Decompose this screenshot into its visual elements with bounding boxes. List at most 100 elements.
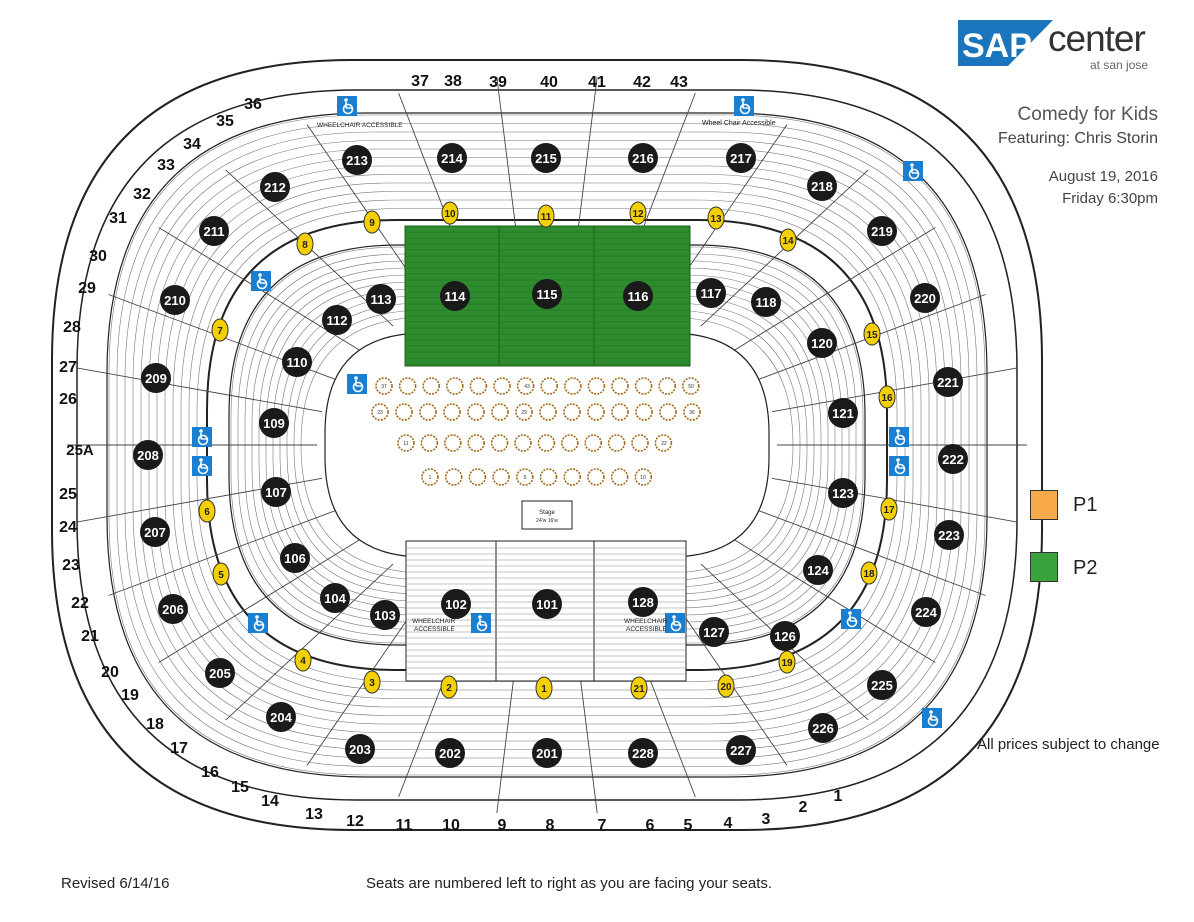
section-badge-116[interactable] xyxy=(623,281,653,311)
section-badge-104[interactable] xyxy=(320,583,350,613)
section-badge-208[interactable] xyxy=(133,440,163,470)
portal-label-3: 3 xyxy=(369,678,375,689)
section-label-202: 202 xyxy=(439,746,461,761)
section-badge-213[interactable] xyxy=(342,145,372,175)
floor-table xyxy=(490,434,509,452)
section-badge-127[interactable] xyxy=(699,617,729,647)
section-badge-114[interactable] xyxy=(440,281,470,311)
section-badge-227[interactable] xyxy=(726,735,756,765)
portal-label-1: 1 xyxy=(541,684,547,695)
table-number: 11 xyxy=(403,441,408,447)
accessible-label: ACCESSIBLE xyxy=(414,626,455,633)
portal-marker-3 xyxy=(363,670,381,694)
section-badge-224[interactable] xyxy=(911,597,941,627)
section-badge-107[interactable] xyxy=(261,477,291,507)
section-label-126: 126 xyxy=(774,629,796,644)
suite-label-39: 39 xyxy=(489,74,507,91)
section-badge-204[interactable] xyxy=(266,702,296,732)
section-badge-115[interactable] xyxy=(532,279,562,309)
section-badge-212[interactable] xyxy=(260,172,290,202)
portal-label-18: 18 xyxy=(863,569,875,580)
section-badge-112[interactable] xyxy=(322,305,352,335)
portal-label-14: 14 xyxy=(782,236,794,247)
section-badge-215[interactable] xyxy=(531,143,561,173)
suite-label-17: 17 xyxy=(170,740,188,757)
floor-table xyxy=(560,434,579,452)
section-badge-121[interactable] xyxy=(828,398,858,428)
legend-label-p2: P2 xyxy=(1073,557,1098,579)
section-badge-210[interactable] xyxy=(160,285,190,315)
suite-labels: 1234567891011121314151617181920212223242… xyxy=(59,73,842,834)
floor-table xyxy=(516,377,535,395)
section-badge-228[interactable] xyxy=(628,738,658,768)
section-badge-206[interactable] xyxy=(158,594,188,624)
stage-label: Stage xyxy=(539,510,555,516)
suite-label-42: 42 xyxy=(633,74,651,91)
accessible-icons xyxy=(192,96,942,728)
section-badge-205[interactable] xyxy=(205,658,235,688)
section-badge-207[interactable] xyxy=(140,517,170,547)
section-badge-109[interactable] xyxy=(259,408,289,438)
section-badge-225[interactable] xyxy=(867,670,897,700)
section-badge-219[interactable] xyxy=(867,216,897,246)
section-badge-223[interactable] xyxy=(934,520,964,550)
section-label-203: 203 xyxy=(349,742,371,757)
event-subtitle: Featuring: Chris Storin xyxy=(997,130,1158,147)
section-badge-209[interactable] xyxy=(141,363,171,393)
section-label-112: 112 xyxy=(327,313,348,328)
section-badge-221[interactable] xyxy=(933,367,963,397)
section-badge-110[interactable] xyxy=(282,347,312,377)
section-badge-123[interactable] xyxy=(828,478,858,508)
suite-label-12: 12 xyxy=(346,813,364,830)
section-label-110: 110 xyxy=(287,355,308,370)
suite-label-4: 4 xyxy=(724,815,733,832)
section-badge-226[interactable] xyxy=(808,713,838,743)
section-label-210: 210 xyxy=(164,293,186,308)
section-badge-128[interactable] xyxy=(628,587,658,617)
floor-table xyxy=(584,434,603,452)
suite-label-1: 1 xyxy=(834,788,843,805)
section-badge-126[interactable] xyxy=(770,621,800,651)
revised-note: Revised 6/14/16 xyxy=(61,875,170,892)
section-badge-124[interactable] xyxy=(803,555,833,585)
suite-label-20: 20 xyxy=(101,664,119,681)
section-badge-102[interactable] xyxy=(441,589,471,619)
stage-dims: 24'w 16'w xyxy=(536,518,558,524)
section-badge-216[interactable] xyxy=(628,143,658,173)
section-badge-202[interactable] xyxy=(435,738,465,768)
section-badge-113[interactable] xyxy=(366,284,396,314)
section-badge-106[interactable] xyxy=(280,543,310,573)
section-badge-218[interactable] xyxy=(807,171,837,201)
floor-table xyxy=(467,403,485,421)
portal-marker-5 xyxy=(212,562,230,586)
portal-label-10: 10 xyxy=(444,209,456,220)
portal-marker-16 xyxy=(878,385,896,409)
section-label-214: 214 xyxy=(441,151,463,166)
wheelchair-icon xyxy=(889,427,909,447)
section-badge-214[interactable] xyxy=(437,143,467,173)
floor-table xyxy=(659,403,677,421)
legend-swatch-p1 xyxy=(1030,490,1058,520)
section-badge-118[interactable] xyxy=(751,287,781,317)
suite-label-7: 7 xyxy=(598,817,607,834)
portal-label-17: 17 xyxy=(883,505,895,516)
section-badge-120[interactable] xyxy=(807,328,837,358)
section-badge-220[interactable] xyxy=(910,283,940,313)
section-badge-117[interactable] xyxy=(696,278,726,308)
section-badge-203[interactable] xyxy=(345,734,375,764)
section-badge-217[interactable] xyxy=(726,143,756,173)
floor-table xyxy=(395,403,413,421)
floor-table xyxy=(607,434,626,452)
suite-label-22: 22 xyxy=(71,595,89,612)
suite-label-19: 19 xyxy=(121,687,139,704)
portal-marker-8 xyxy=(296,232,314,256)
section-badge-211[interactable] xyxy=(199,216,229,246)
section-badge-222[interactable] xyxy=(938,444,968,474)
section-badge-101[interactable] xyxy=(532,589,562,619)
section-label-211: 211 xyxy=(204,224,225,239)
section-badge-201[interactable] xyxy=(532,738,562,768)
section-badge-103[interactable] xyxy=(370,600,400,630)
portal-marker-13 xyxy=(707,206,725,230)
wheelchair-icon xyxy=(192,456,212,476)
